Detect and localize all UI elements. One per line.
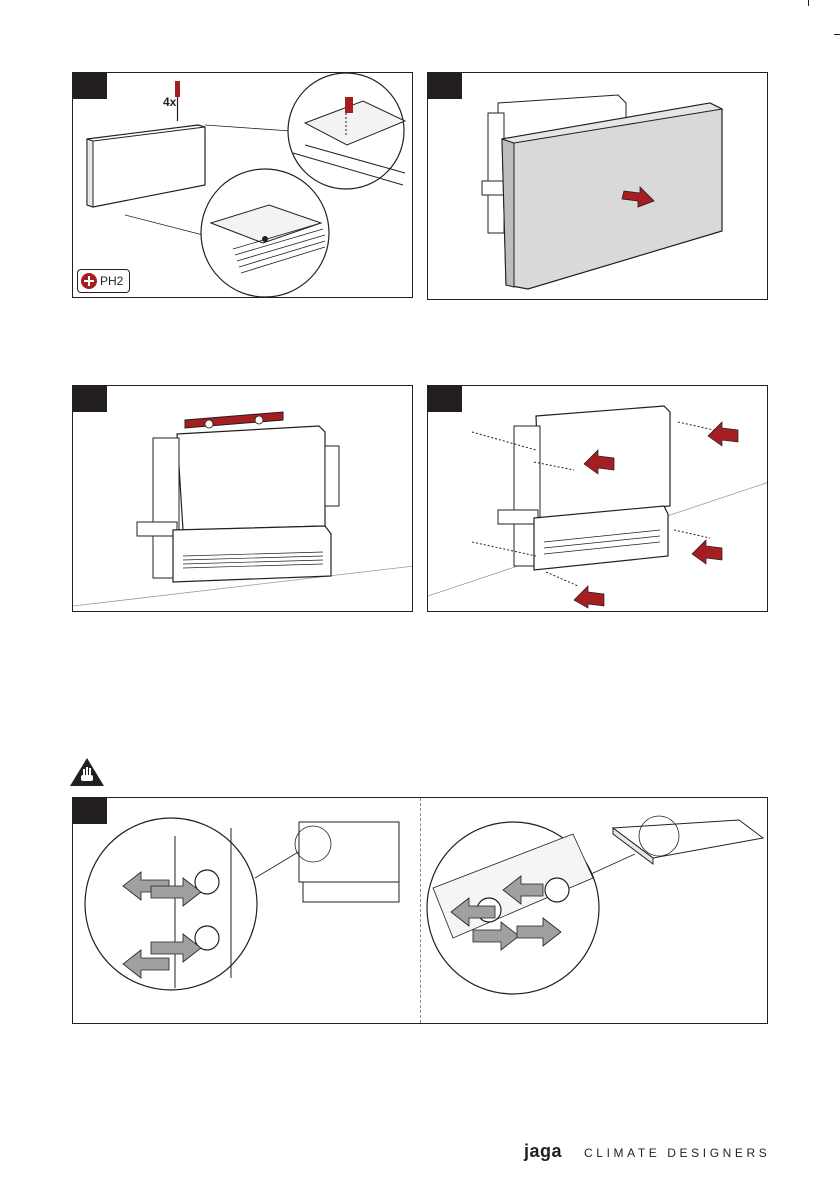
footer-branding: jaga CLIMATE DESIGNERS (524, 1141, 770, 1162)
screw-quantity-label: 4x (163, 95, 176, 109)
step-panel-remove-front-cover (427, 72, 768, 300)
spirit-level-illustration (73, 386, 413, 612)
split-divider (420, 798, 421, 1023)
tool-label: PH2 (100, 274, 123, 288)
brand-tagline: CLIMATE DESIGNERS (584, 1146, 770, 1160)
hand-warning-icon (70, 758, 104, 786)
crop-mark-right (834, 34, 840, 35)
brand-logo: jaga (524, 1141, 562, 1162)
phillips-screwdriver-icon (81, 273, 97, 289)
remove-screws-illustration (73, 73, 413, 298)
crop-mark-top (808, 0, 809, 6)
remove-cover-illustration (428, 73, 768, 300)
wall-mounting-illustration (428, 386, 768, 612)
step-panel-remove-cover-screws: 4x PH2 (72, 72, 413, 298)
step-panel-level-unit (72, 385, 413, 612)
step-panel-wall-mounting (427, 385, 768, 612)
tool-badge: PH2 (77, 269, 130, 293)
